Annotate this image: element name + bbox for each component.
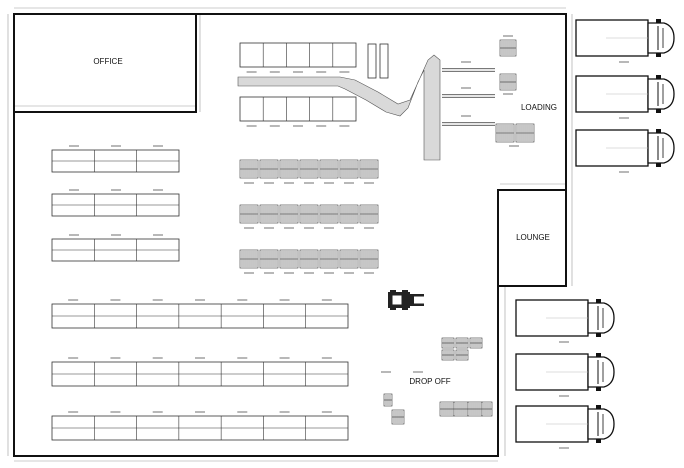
pallet-stack (339, 204, 359, 224)
lounge-label: LOUNGE (516, 233, 550, 242)
walls (13, 13, 567, 457)
rack-unit (51, 149, 180, 173)
truck-cab (587, 302, 615, 334)
pallet-stack (279, 159, 299, 179)
pallet-stack (469, 337, 483, 349)
truck-mirror (656, 163, 661, 167)
pallet-stack (467, 401, 483, 417)
truck-mirror (656, 19, 661, 23)
pallet-stack (339, 159, 359, 179)
rack-unit (367, 43, 377, 79)
pallet-stack (319, 249, 339, 269)
rack-unit (239, 42, 357, 68)
rack-frame (379, 43, 389, 79)
truck-icon (515, 299, 615, 337)
truck-icon (575, 75, 675, 113)
loading-label: LOADING (521, 103, 557, 112)
truck-mirror (656, 53, 661, 57)
truck-icon (515, 405, 615, 443)
pallet-stack (279, 204, 299, 224)
forklift-icon (388, 290, 424, 310)
truck-mirror (596, 353, 601, 357)
rack-unit (51, 193, 180, 217)
office-label: OFFICE (93, 57, 122, 66)
pallet-stack (259, 249, 279, 269)
delivery-trucks (515, 19, 675, 443)
truck-mirror (656, 129, 661, 133)
pallet-stack (259, 159, 279, 179)
truck-icon (575, 129, 675, 167)
pallet-stack (339, 249, 359, 269)
drop-off-label: DROP OFF (409, 377, 450, 386)
pallet-stack (391, 409, 405, 425)
pallet-stack (455, 349, 469, 361)
pallet-stack (441, 337, 455, 349)
pallet-stack (279, 249, 299, 269)
truck-mirror (656, 109, 661, 113)
pallet-stack (515, 123, 535, 143)
pallet-stack (259, 204, 279, 224)
pallet-stacks (239, 39, 535, 425)
lounge-room (497, 189, 567, 287)
rack-unit (379, 43, 389, 79)
rack-unit (239, 96, 357, 122)
rack-unit (51, 303, 349, 329)
pallet-stack (359, 249, 379, 269)
pallet-stack (239, 249, 259, 269)
pallet-stack (499, 73, 517, 91)
truck-icon (515, 353, 615, 391)
storage-racks (51, 42, 389, 441)
pallet-stack (299, 159, 319, 179)
truck-mirror (596, 439, 601, 443)
pallet-stack (239, 159, 259, 179)
pallet-stack (359, 159, 379, 179)
pallet-stack (499, 39, 517, 57)
pallet-stack (299, 204, 319, 224)
office-room (13, 13, 197, 113)
dimension-lines (7, 7, 573, 462)
truck-mirror (596, 387, 601, 391)
truck-mirror (596, 405, 601, 409)
rack-frame (367, 43, 377, 79)
rack-unit (51, 238, 180, 262)
truck-mirror (596, 333, 601, 337)
pallet-stack (455, 337, 469, 349)
pallet-stack (359, 204, 379, 224)
truck-mirror (596, 299, 601, 303)
truck-cab (647, 78, 675, 110)
truck-cab (647, 132, 675, 164)
pallet-stack (299, 249, 319, 269)
pallet-stack (239, 204, 259, 224)
rack-frame (239, 96, 357, 122)
pallet-stack (383, 393, 393, 407)
truck-cab (587, 408, 615, 440)
rack-frame (239, 42, 357, 68)
rack-unit (51, 361, 349, 387)
conveyor-belt (237, 54, 495, 161)
truck-icon (575, 19, 675, 57)
rack-unit (51, 415, 349, 441)
pallet-stack (495, 123, 515, 143)
truck-cab (587, 356, 615, 388)
pallet-stack (453, 401, 469, 417)
pallet-stack (439, 401, 455, 417)
pallet-stack (319, 159, 339, 179)
pallet-stack (481, 401, 493, 417)
pallet-stack (441, 349, 455, 361)
truck-mirror (656, 75, 661, 79)
truck-cab (647, 22, 675, 54)
pallet-stack (319, 204, 339, 224)
dimension-tags (68, 35, 629, 449)
